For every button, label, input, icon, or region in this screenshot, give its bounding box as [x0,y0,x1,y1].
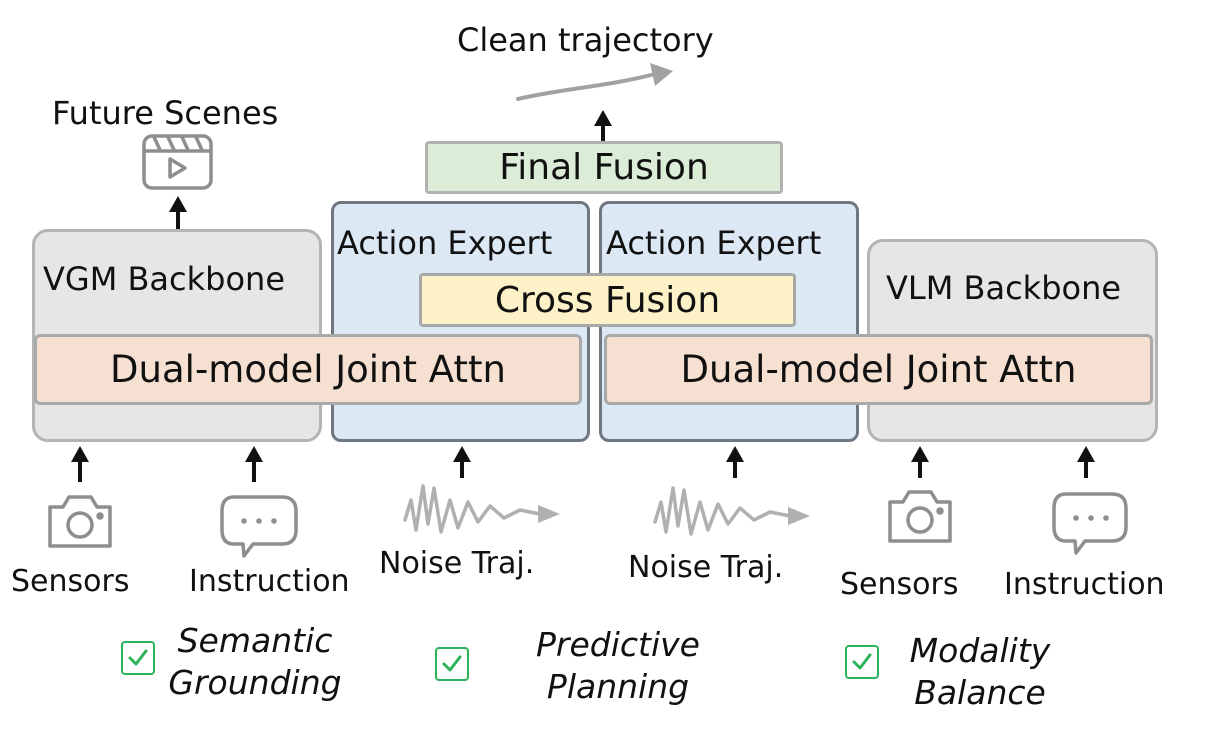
action-expert-right-label: Action Expert [606,224,822,262]
cross-fusion: Cross Fusion [419,273,796,327]
benefit-semantic-grounding: Semantic Grounding [160,620,350,704]
camera-icon [888,490,952,543]
benefit-predictive-planning: Predictive Planning [520,624,716,708]
video-clip-icon [142,134,213,190]
benefit-line1: Predictive [536,625,700,664]
noise-traj-left-label: Noise Traj. [379,546,535,581]
final-fusion-label: Final Fusion [499,147,709,188]
vgm-backbone-label: VGM Backbone [43,260,286,298]
instruction-right-label: Instruction [1004,567,1165,602]
noise-wave-icon [403,484,560,534]
chat-bubble-icon [1052,492,1128,555]
noise-traj-right-label: Noise Traj. [628,550,784,585]
final-fusion: Final Fusion [425,141,783,194]
camera-icon [48,495,112,548]
joint-attn-left: Dual-model Joint Attn [34,334,582,405]
benefit-line2: Planning [546,667,690,706]
benefit-modality-balance: Modality Balance [890,630,1070,714]
cross-fusion-label: Cross Fusion [494,279,721,321]
benefit-line2: Balance [914,673,1046,712]
chat-bubble-icon [220,495,298,558]
future-scenes-label: Future Scenes [52,94,279,132]
vlm-backbone-label: VLM Backbone [886,269,1122,307]
checkbox-icon [845,645,879,679]
sensors-left-label: Sensors [11,564,130,599]
joint-attn-right: Dual-model Joint Attn [604,334,1153,405]
benefit-line1: Semantic [177,621,333,660]
joint-attn-right-label: Dual-model Joint Attn [680,348,1077,391]
instruction-left-label: Instruction [189,564,350,599]
sensors-right-label: Sensors [840,567,959,602]
joint-attn-left-label: Dual-model Joint Attn [110,348,506,391]
benefit-line1: Modality [909,631,1051,670]
action-expert-left-label: Action Expert [337,224,553,262]
benefit-line2: Grounding [168,663,342,702]
curved-arrow-icon [516,63,673,101]
clean-trajectory-label: Clean trajectory [457,21,714,59]
noise-wave-icon [653,486,810,536]
checkbox-icon [435,647,469,681]
checkbox-icon [121,641,155,675]
